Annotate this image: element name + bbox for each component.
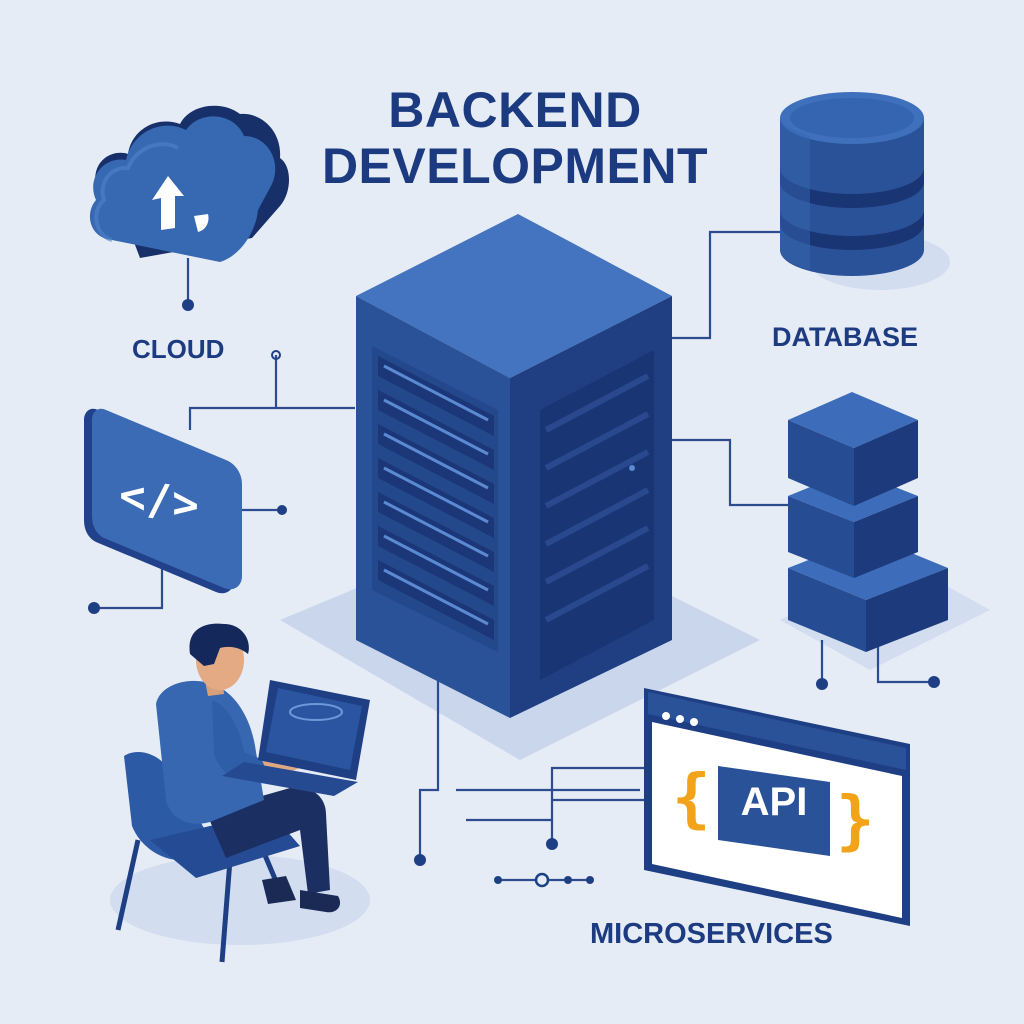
api-close-brace: }	[836, 784, 875, 858]
connector-dot	[494, 876, 502, 884]
drive-bay	[378, 424, 494, 504]
developer-illustration	[115, 623, 370, 963]
drive-bay	[378, 492, 494, 572]
connector-dot	[546, 838, 558, 850]
drive-bay	[378, 390, 494, 470]
cloud-upload-icon	[89, 105, 289, 262]
api-open-brace: {	[672, 762, 711, 836]
developer-floor-shadow	[110, 855, 370, 945]
connector-server-bottom	[418, 680, 440, 858]
title-line-2: DEVELOPMENT	[321, 138, 709, 194]
api-badge	[718, 766, 830, 856]
connector-server-to-code	[188, 406, 355, 430]
connector-api-2	[466, 766, 644, 822]
connector-dot	[277, 505, 287, 515]
api-label: API	[740, 780, 808, 824]
connector-blocks-right	[876, 640, 934, 684]
connector-dot	[414, 854, 426, 866]
connector-dot	[586, 876, 594, 884]
connector-dot	[534, 872, 550, 888]
connector-dot	[928, 676, 940, 688]
connector-server-to-database	[672, 230, 790, 340]
server-rack-icon	[356, 214, 672, 718]
api-window-icon	[644, 688, 910, 926]
connector-dots	[88, 299, 940, 888]
stacked-blocks-icon	[788, 392, 948, 652]
connector-dot	[816, 678, 828, 690]
title-line-1: BACKEND	[388, 82, 642, 138]
developer-hair	[189, 623, 249, 666]
code-icon	[84, 408, 242, 594]
connector-server-to-blocks	[672, 438, 790, 507]
server-drive-highlights	[383, 364, 489, 626]
developer-arm	[212, 700, 268, 780]
server-side-vents	[544, 373, 650, 623]
database-label: DATABASE	[772, 322, 918, 352]
laptop-base	[222, 762, 358, 796]
page-title: BACKEND DEVELOPMENT	[300, 82, 730, 194]
drive-bay	[378, 526, 494, 606]
api-window-titlebar	[648, 692, 906, 770]
drive-bay	[378, 356, 494, 436]
connector-dot	[182, 299, 194, 311]
cloud-label: CLOUD	[132, 334, 225, 364]
drive-bay	[378, 458, 494, 538]
connector-dot	[271, 350, 281, 360]
connector-dot	[88, 602, 100, 614]
connector-dot	[564, 876, 572, 884]
server-top	[356, 214, 672, 378]
microservices-label: MICROSERVICES	[590, 918, 833, 950]
connector-code-bottom	[96, 560, 164, 610]
upload-arrow-icon	[152, 176, 184, 230]
block-top	[788, 392, 918, 506]
database-icon	[780, 92, 924, 276]
developer-shirt	[156, 680, 264, 824]
drive-bay	[378, 560, 494, 640]
server-drive-bays	[378, 356, 494, 640]
developer-legs	[206, 787, 330, 894]
server-power-led	[629, 465, 635, 471]
